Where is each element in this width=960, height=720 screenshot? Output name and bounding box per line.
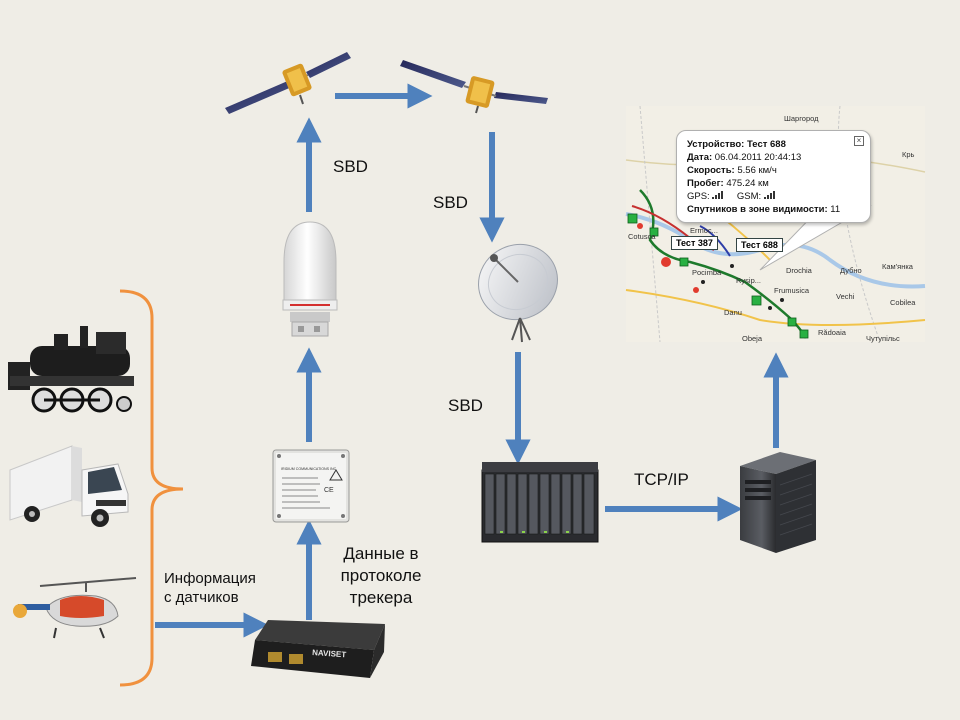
map-info-popup: × Устройство: Тест 688 Дата: 06.04.2011 … xyxy=(676,130,871,223)
map-place-1: Шаргород xyxy=(784,114,819,123)
truck-icon xyxy=(9,445,129,527)
map-place-11: Rădoaia xyxy=(818,328,846,337)
label-sensor-info-line2: с датчиков xyxy=(164,589,239,606)
label-sbd-uplink: SBD xyxy=(333,157,368,176)
label-sbd-ground: SBD xyxy=(448,396,483,415)
map-place-12: Чутупільс xyxy=(866,334,900,343)
label-sensor-info-line1: Информация xyxy=(164,570,256,587)
map-place-9: Danu xyxy=(724,308,742,317)
label-sbd-downlink: SBD xyxy=(433,193,468,212)
map-place-7: Дубно xyxy=(840,266,862,275)
tower-server-icon xyxy=(740,452,816,553)
map-place-14: Vechi xyxy=(836,292,855,301)
gps-signal-icon xyxy=(712,191,724,199)
label-tracker-protocol: Данные в протоколе трекера xyxy=(326,543,436,609)
satellite-icon-left xyxy=(225,52,351,114)
map-place-3: Pocimba xyxy=(692,268,722,277)
label-protocol-line1: Данные в xyxy=(343,544,419,563)
satellite-icon-right xyxy=(400,60,548,114)
svg-text:CE: CE xyxy=(324,487,334,494)
antenna-icon xyxy=(282,221,338,337)
tracker-brand-text: NAVISET xyxy=(312,648,347,659)
map-place-13: Cobilea xyxy=(890,298,916,307)
popup-mileage-label: Пробег: xyxy=(687,178,724,189)
label-tcpip: TCP/IP xyxy=(634,470,689,489)
popup-sats-label: Спутников в зоне видимости: xyxy=(687,204,828,215)
popup-gsm-label: GSM: xyxy=(736,191,762,202)
helicopter-icon xyxy=(13,577,137,639)
map-tag-test688[interactable]: Тест 688 xyxy=(736,238,783,252)
popup-speed-label: Скорость: xyxy=(687,165,735,176)
iridium-modem-icon: IRIDIUM COMMUNICATIONS INC CE xyxy=(272,449,350,523)
map-place-16: Крь xyxy=(902,150,915,159)
popup-device-label: Устройство: xyxy=(687,139,745,150)
vehicles-brace xyxy=(119,289,184,687)
popup-date-label: Дата: xyxy=(687,152,713,163)
popup-mileage-value: 475.24 км xyxy=(726,178,769,189)
map-place-5: Drochia xyxy=(786,266,812,275)
map-place-10: Obeja xyxy=(742,334,763,343)
popup-close-icon[interactable]: × xyxy=(854,136,864,146)
map-tag-test387[interactable]: Тест 387 xyxy=(671,236,718,250)
popup-speed-value: 5.56 км/ч xyxy=(737,165,777,176)
blade-rack-icon xyxy=(481,462,599,543)
map-place-4: Rysip... xyxy=(736,276,762,285)
label-protocol-line2: протоколе xyxy=(340,566,422,585)
popup-sats-value: 11 xyxy=(830,204,841,215)
map-place-2: Cotusca xyxy=(628,232,656,241)
popup-gps-label: GPS: xyxy=(687,191,710,202)
locomotive-icon xyxy=(8,326,134,413)
satellite-dish-icon xyxy=(478,243,558,343)
label-protocol-line3: трекера xyxy=(349,588,413,607)
map-place-8: Кам'янка xyxy=(882,262,913,271)
popup-date-value: 06.04.2011 20:44:13 xyxy=(714,152,802,163)
map-place-6: Frumusica xyxy=(774,286,810,295)
gsm-signal-icon xyxy=(763,191,775,199)
tracker-device-icon: NAVISET xyxy=(251,620,385,678)
popup-device-value: Тест 688 xyxy=(746,139,786,150)
label-sensor-info: Информация с датчиков xyxy=(164,569,256,607)
map-place-15: Ermoc... xyxy=(690,226,718,235)
modem-brand-text: IRIDIUM COMMUNICATIONS INC xyxy=(281,467,337,471)
